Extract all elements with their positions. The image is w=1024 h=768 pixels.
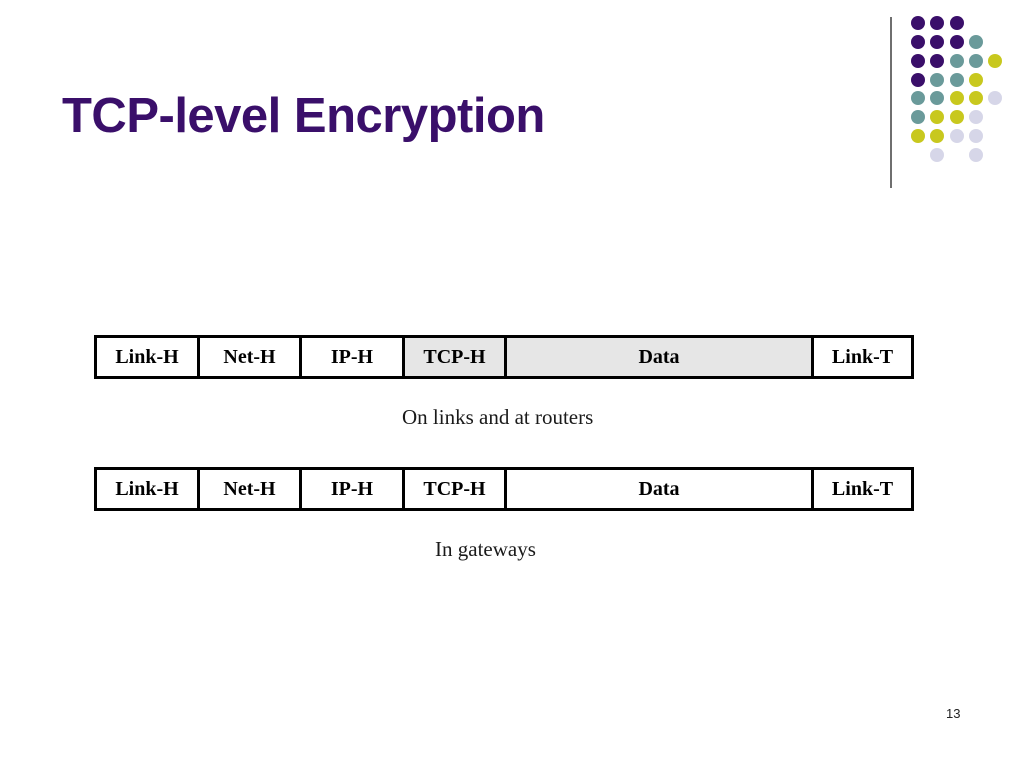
decorative-dot (911, 16, 925, 30)
decorative-dot (950, 35, 964, 49)
decorative-divider-line (890, 17, 892, 188)
packet-field-net-header: Net-H (200, 470, 302, 508)
decorative-dot (969, 110, 983, 124)
packet-field-link-trailer: Link-T (831, 345, 894, 368)
decorative-dot-grid (0, 0, 1024, 200)
decorative-dot (969, 54, 983, 68)
decorative-dot (930, 148, 944, 162)
decorative-dot (930, 16, 944, 30)
decorative-dot (930, 129, 944, 143)
decorative-dot (911, 110, 925, 124)
decorative-dot (950, 110, 964, 124)
decorative-dot (930, 73, 944, 87)
decorative-dot (930, 91, 944, 105)
decorative-dot (950, 16, 964, 30)
packet-field-net-header: Net-H (200, 338, 302, 376)
packet-field-data: Data (507, 470, 814, 508)
packet-field-link-header: Link-H (97, 470, 200, 508)
decorative-dot (988, 54, 1002, 68)
decorative-dot (930, 110, 944, 124)
decorative-dot (988, 91, 1002, 105)
decorative-dot (950, 91, 964, 105)
page-number: 13 (946, 706, 961, 721)
decorative-dot (969, 73, 983, 87)
decorative-dot (911, 91, 925, 105)
packet-field-tcp-header-encrypted: TCP-H (405, 338, 507, 376)
decorative-dot (969, 148, 983, 162)
decorative-dot (911, 35, 925, 49)
decorative-dot (911, 73, 925, 87)
packet-field-data-encrypted: Data (507, 338, 814, 376)
packet-diagram-links-routers: Link-H Net-H IP-H TCP-H Data Link-T (94, 335, 914, 379)
packet-caption-links-routers: On links and at routers (402, 405, 594, 429)
decorative-dot (950, 73, 964, 87)
decorative-dot (911, 54, 925, 68)
decorative-dot (930, 54, 944, 68)
decorative-dot (950, 54, 964, 68)
decorative-dot (950, 129, 964, 143)
decorative-dot (969, 129, 983, 143)
packet-field-ip-header: IP-H (302, 470, 405, 508)
packet-field-ip-header: IP-H (302, 338, 405, 376)
packet-field-link-header: Link-H (97, 338, 200, 376)
slide-title: TCP-level Encryption (62, 89, 545, 143)
packet-field-tcp-header: TCP-H (405, 470, 507, 508)
packet-caption-gateways: In gateways (435, 537, 536, 561)
decorative-dot (911, 129, 925, 143)
decorative-dot (969, 35, 983, 49)
packet-diagram-gateways: Link-H Net-H IP-H TCP-H Data Link-T (94, 467, 914, 511)
packet-field-link-trailer: Link-T (831, 477, 894, 500)
decorative-dot (969, 91, 983, 105)
decorative-dot (930, 35, 944, 49)
